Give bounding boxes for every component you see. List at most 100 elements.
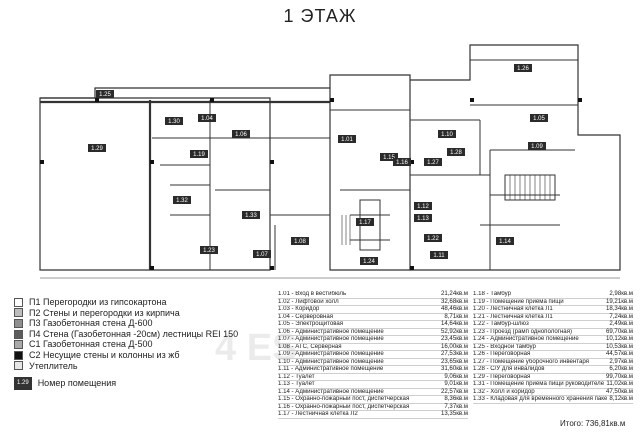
room-number: 1.32 [176, 198, 188, 204]
room-number: 1.30 [168, 119, 180, 125]
room-number: 1.07 [256, 252, 268, 258]
room-badge: 1.04 [198, 114, 216, 122]
room-area: 16,00кв.м [440, 342, 468, 350]
room-name: 1.22 - Тамбур-шлюз [473, 321, 529, 327]
room-area: 10,12кв.м [605, 335, 633, 342]
total-area: Итого: 736,81кв.м [560, 419, 626, 428]
legend-label: П1 Перегородки из гипсокартона [29, 297, 167, 307]
room-number: 1.12 [417, 204, 429, 210]
legend-item: С1 Газобетонная стена Д-500 [14, 339, 276, 350]
table-row: 1.16 - Охранно-пожарный пост, диспетчерс… [278, 402, 468, 411]
room-name: 1.23 - Проезд (рамп однопологная) [473, 328, 573, 335]
room-number: 1.05 [533, 116, 545, 122]
room-area: 23,45кв.м [440, 335, 468, 342]
room-area: 8,12кв.м [609, 395, 633, 402]
table-row: 1.10 - Административное помещение 23,65кв… [278, 357, 468, 366]
room-area: 9,01кв.м [444, 380, 468, 387]
room-badge: 1.17 [356, 218, 374, 226]
legend-swatch [14, 361, 23, 371]
room-badge: 1.33 [242, 211, 260, 219]
table-row: 1.13 - Туалет 9,01кв.м [278, 380, 468, 389]
room-name: 1.20 - Лестничная клетка Л1 [473, 306, 553, 312]
room-number: 1.26 [517, 66, 529, 72]
room-area: 31,60кв.м [440, 365, 468, 372]
room-badge: 1.22 [424, 234, 442, 242]
room-badge: 1.29 [88, 144, 106, 152]
room-name: 1.15 - Охранно-пожарный пост, диспетчерс… [278, 396, 410, 402]
room-area: 7,24кв.м [609, 312, 633, 320]
room-name: 1.13 - Туалет [278, 381, 315, 387]
legend-swatch [14, 329, 23, 339]
room-number: 1.19 [193, 152, 205, 158]
room-area: 2,97кв.м [609, 357, 633, 365]
table-row: 1.31 - Помещение приёма пищи руководител… [473, 380, 633, 389]
room-area: 7,37кв.м [444, 402, 468, 410]
room-name: 1.32 - Холл и коридор [473, 388, 535, 395]
table-row: 1.17 - Лестничная клетка Л2 13,35кв.м [278, 410, 468, 419]
room-name: 1.31 - Помещение приёма пищи руководител… [473, 381, 605, 387]
legend-item: С2 Несущие стены и колонны из жб [14, 350, 276, 361]
room-number: 1.29 [91, 146, 103, 152]
room-badge: 1.26 [514, 64, 532, 72]
legend-swatch [14, 297, 23, 307]
legend-label: П2 Стены и перегородки из кирпича [29, 307, 180, 318]
room-area: 32,68кв.м [440, 297, 468, 305]
room-area: 2,98кв.м [609, 290, 633, 297]
room-badge: 1.05 [530, 114, 548, 122]
floor-title: 1 ЭТАЖ [283, 6, 357, 26]
room-badge: 1.25 [96, 90, 114, 98]
room-name: 1.28 - С/У для инвалидов [473, 366, 545, 372]
room-name: 1.11 - Административное помещение [278, 366, 384, 372]
table-row: 1.12 - Туалет 9,06кв.м [278, 372, 468, 381]
room-badge: 1.16 [393, 158, 411, 166]
room-area: 23,65кв.м [440, 357, 468, 365]
room-name: 1.17 - Лестничная клетка Л2 [278, 411, 358, 417]
room-area: 11,02кв.м [606, 380, 633, 387]
room-badge: 1.23 [200, 246, 218, 254]
room-name: 1.19 - Помещение приёма пищи [473, 298, 564, 305]
room-area: 9,06кв.м [444, 372, 468, 380]
room-name: 1.04 - Серверовная [278, 313, 334, 320]
room-area: 14,64кв.м [440, 320, 468, 327]
room-name: 1.21 - Лестничная клетка Л1 [473, 313, 553, 320]
room-number: 1.10 [441, 132, 453, 138]
room-number: 1.13 [417, 216, 429, 222]
room-area: 13,35кв.м [440, 410, 468, 417]
legend-swatch [14, 308, 23, 318]
room-number: 1.23 [203, 248, 215, 254]
room-number: 1.06 [235, 132, 247, 138]
legend-swatch [14, 340, 23, 350]
room-badge: 1.13 [414, 214, 432, 222]
room-area: 19,21кв.м [605, 297, 633, 305]
room-badge: 1.09 [528, 142, 546, 150]
room-number-key: 1.29 Номер помещения [14, 377, 276, 390]
table-row: 1.33 - Кладовая для временного хранения … [473, 395, 633, 404]
room-name: 1.33 - Кладовая для временного хранения … [473, 396, 608, 402]
room-name: 1.10 - Административное помещение [278, 358, 384, 365]
room-area: 22,57кв.м [440, 387, 468, 395]
legend-item: П2 Стены и перегородки из кирпича [14, 308, 276, 319]
room-badge: 1.30 [165, 117, 183, 125]
room-name: 1.03 - Коридор [278, 306, 320, 312]
room-badge: 1.11 [430, 251, 448, 259]
room-badge: 1.28 [447, 148, 465, 156]
room-badge: 1.06 [232, 130, 250, 138]
room-number: 1.14 [499, 239, 511, 245]
table-row: 1.19 - Помещение приёма пищи 19,21кв.м [473, 297, 633, 306]
room-badge: 1.14 [496, 237, 514, 245]
room-number: 1.04 [201, 116, 213, 122]
table-row: 1.15 - Охранно-пожарный пост, диспетчерс… [278, 395, 468, 404]
room-badge: 1.07 [253, 250, 271, 258]
room-name: 1.12 - Туалет [278, 373, 315, 380]
